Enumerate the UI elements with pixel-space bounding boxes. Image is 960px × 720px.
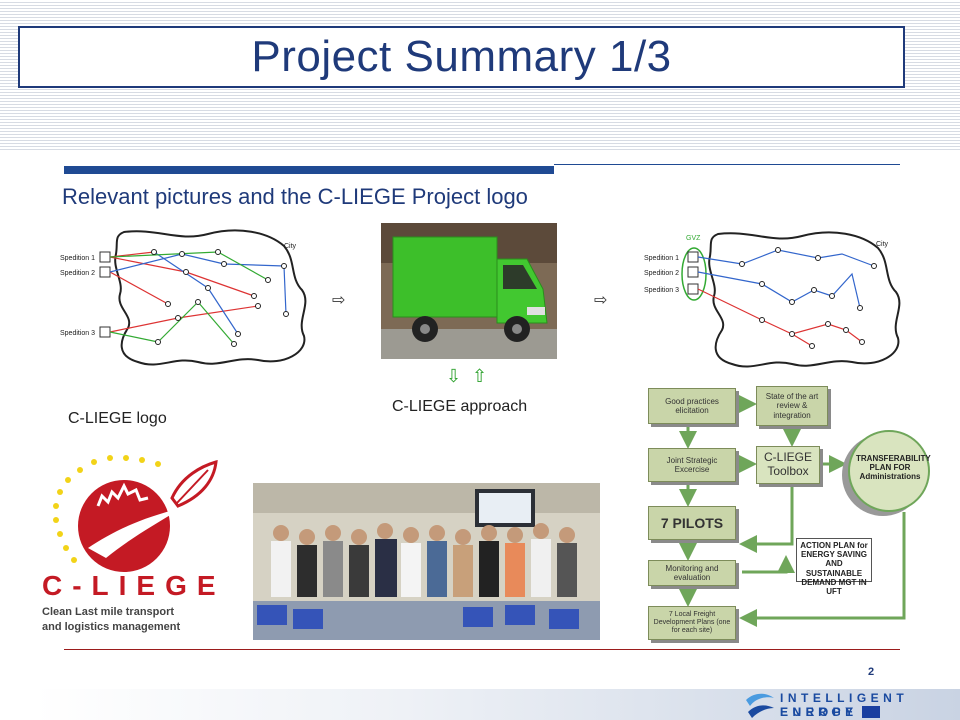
arrow-right-2: ⇨	[594, 292, 608, 309]
action-plan-box: ACTION PLAN for ENERGY SAVING AND SUSTAI…	[796, 538, 872, 596]
footer-bar	[34, 689, 960, 720]
truck-photo-drawing	[381, 223, 557, 359]
local-plans-box: 7 Local Freight Development Plans (one f…	[648, 606, 736, 640]
good-practices-box: Good practices elicitation	[648, 388, 736, 424]
iee-logo: INTELLIGENT ENERGY EUROPE	[744, 690, 960, 720]
network-diagram-before-drawing: Spedition 1 Spedition 2 Spedition 3 City	[60, 229, 307, 366]
arrow-right-1: ⇨	[332, 292, 346, 309]
right-label-1: Spedition 1	[644, 255, 679, 262]
c-liege-logo-emblem	[53, 455, 218, 572]
left-label-3: Spedition 3	[60, 330, 95, 337]
pilots-box: 7 PILOTS	[648, 506, 736, 540]
approach-caption: C-LIEGE approach	[392, 398, 528, 415]
group-photo	[253, 483, 600, 640]
c-liege-flowchart: Good practices elicitation State of the …	[642, 382, 932, 644]
iee-line-2: EUROPE	[780, 705, 858, 719]
monitoring-box: Monitoring and evaluation	[648, 560, 736, 586]
truck-photo	[381, 223, 557, 359]
arrow-up-icon: ⇧	[472, 366, 488, 386]
toolbox-box: C-LIEGE Toolbox	[756, 446, 820, 484]
right-gvz-label: GVZ	[686, 235, 701, 242]
network-diagram-after-drawing: GVZ Spedition 1 Spedition 2 Spedition 3 …	[644, 231, 901, 368]
right-label-2: Spedition 2	[644, 270, 679, 277]
left-label-1: Spedition 1	[60, 255, 95, 262]
state-of-art-box: State of the art review & integration	[756, 386, 828, 426]
left-label-2: Spedition 2	[60, 270, 95, 277]
joint-strategic-box: Joint Strategic Excercise	[648, 448, 736, 482]
arrow-down-icon: ⇩	[446, 366, 462, 386]
iee-line-1: INTELLIGENT ENERGY	[780, 691, 909, 719]
eu-flag-icon	[862, 706, 880, 718]
title-box: Project Summary 1/3	[18, 26, 905, 88]
flowchart-connectors	[679, 395, 906, 627]
transferability-text: TRANSFERABILITY PLAN FOR Administrations	[856, 454, 931, 482]
group-photo-drawing	[253, 483, 600, 640]
logo-caption: C-LIEGE logo	[68, 410, 167, 427]
title-rule-thick	[64, 166, 554, 174]
c-liege-logo: C-LIEGE Clean Last mile transport and lo…	[32, 436, 226, 640]
page-number: 2	[868, 666, 875, 678]
right-city-label: City	[876, 241, 889, 248]
transferability-circle	[848, 430, 930, 512]
logo-tagline-2: and logistics management	[42, 621, 181, 633]
title-rule-thin	[554, 164, 900, 165]
network-diagram-after: GVZ Spedition 1 Spedition 2 Spedition 3 …	[642, 224, 912, 374]
network-diagram-before: Spedition 1 Spedition 2 Spedition 3 City	[58, 224, 316, 372]
logo-tagline-1: Clean Last mile transport	[42, 606, 175, 618]
slide-subtitle: Relevant pictures and the C-LIEGE Projec…	[62, 184, 528, 209]
logo-wordmark: C-LIEGE	[42, 570, 226, 601]
right-label-3: Spedition 3	[644, 287, 679, 294]
page-title: Project Summary 1/3	[251, 32, 672, 81]
bottom-rule	[64, 649, 900, 650]
iee-swoosh-icon	[746, 693, 774, 718]
left-city-label: City	[284, 243, 297, 250]
